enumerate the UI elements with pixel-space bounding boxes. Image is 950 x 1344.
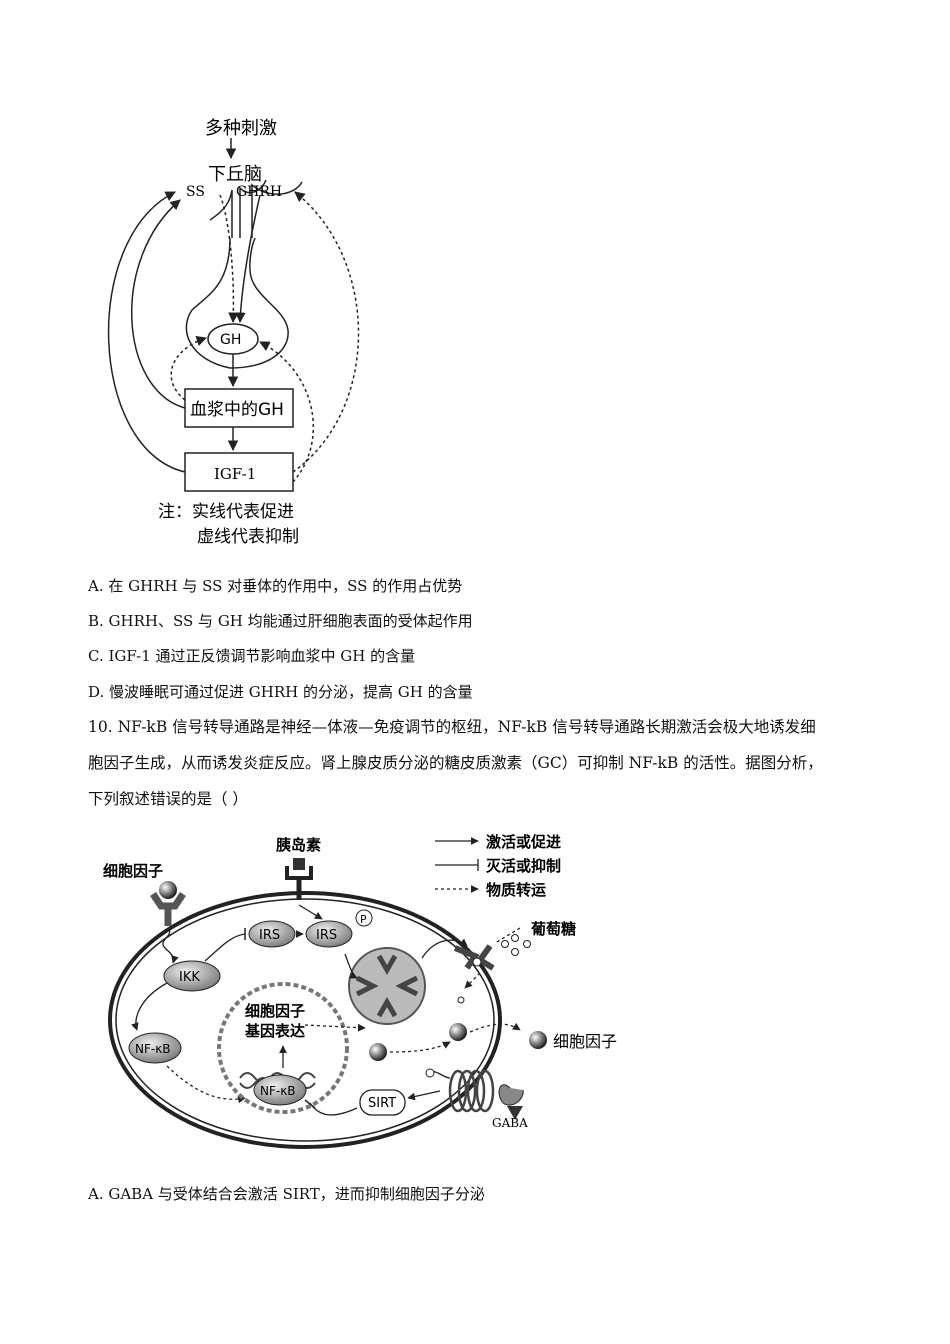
insulin-label: 胰岛素 — [276, 836, 321, 854]
nucleus — [217, 982, 349, 1114]
glucose-label: 葡萄糖 — [530, 920, 576, 938]
cytokine-out-label: 细胞因子 — [553, 1032, 617, 1051]
gaba-label: GABA — [492, 1116, 528, 1130]
legend-transport: 物质转运 — [486, 881, 546, 899]
stimulus-label: 多种刺激 — [205, 118, 277, 139]
plasma-gh-label: 血浆中的GH — [190, 400, 284, 420]
figure1-note-line1: 注：实线代表促进 — [158, 502, 294, 522]
q9-option-c: C. IGF-1 通过正反馈调节影响血浆中 GH 的含量 — [88, 647, 416, 665]
ikk-node — [163, 960, 221, 992]
legend-inhibit: 灭活或抑制 — [485, 857, 561, 875]
ikk-label: IKK — [179, 970, 200, 985]
hypothalamus-label: 下丘脑 — [208, 164, 262, 185]
irs-label-2: IRS — [316, 928, 337, 943]
q9-option-b: B. GHRH、SS 与 GH 均能通过肝细胞表面的受体起作用 — [88, 612, 473, 630]
irs-node-1 — [248, 920, 296, 948]
nfkb-cyto-node — [128, 1032, 182, 1064]
igf1-label: IGF-1 — [214, 465, 256, 483]
legend-activate: 激活或促进 — [486, 833, 561, 851]
growth-hormone-regulation-diagram: 多种刺激 下丘脑 SS GHRH GH 血浆中的GH IGF-1 注：实线代表促… — [107, 118, 360, 547]
q10-stem-line2: 胞因子生成，从而诱发炎症反应。肾上腺皮质分泌的糖皮质激素（GC）可抑制 NF-k… — [88, 754, 823, 772]
nfkb-nuclear-node — [253, 1074, 307, 1106]
sirt-box — [359, 1089, 406, 1116]
nfkb-cyto-label: NF-κB — [135, 1042, 171, 1056]
gene-expression-line2: 基因表达 — [244, 1022, 305, 1040]
nfkb-pathway-diagram: 激活或促进 灭活或抑制 物质转运 胰岛素 细胞因子 IRS IRS P IKK … — [103, 833, 617, 1149]
ghrh-label: GHRH — [236, 184, 282, 200]
phospho-label: P — [360, 913, 367, 926]
q10-option-a: A. GABA 与受体结合会激活 SIRT，进而抑制细胞因子分泌 — [88, 1185, 485, 1203]
cell-membrane — [108, 891, 502, 1149]
cytokine-receptor-label: 细胞因子 — [103, 862, 163, 880]
ss-label: SS — [186, 184, 205, 200]
sirt-label: SIRT — [368, 1096, 396, 1111]
gh-label: GH — [220, 332, 241, 348]
gene-expression-line1: 细胞因子 — [245, 1002, 305, 1020]
irs-label-1: IRS — [259, 928, 280, 943]
q9-option-a: A. 在 GHRH 与 SS 对垂体的作用中，SS 的作用占优势 — [88, 577, 463, 595]
glucose-transporter-vesicle — [348, 947, 426, 1025]
q9-option-d: D. 慢波睡眠可通过促进 GHRH 的分泌，提高 GH 的含量 — [88, 683, 473, 701]
figure1-note-line2: 虚线代表抑制 — [197, 527, 299, 547]
nfkb-nuclear-label: NF-κB — [260, 1084, 296, 1098]
legend — [435, 837, 479, 893]
q10-stem-line1: 10. NF-kB 信号转导通路是神经—体液—免疫调节的枢纽，NF-kB 信号转… — [88, 718, 816, 736]
q10-stem-line3: 下列叙述错误的是（ ） — [88, 790, 248, 808]
irs-node-2 — [305, 920, 353, 948]
